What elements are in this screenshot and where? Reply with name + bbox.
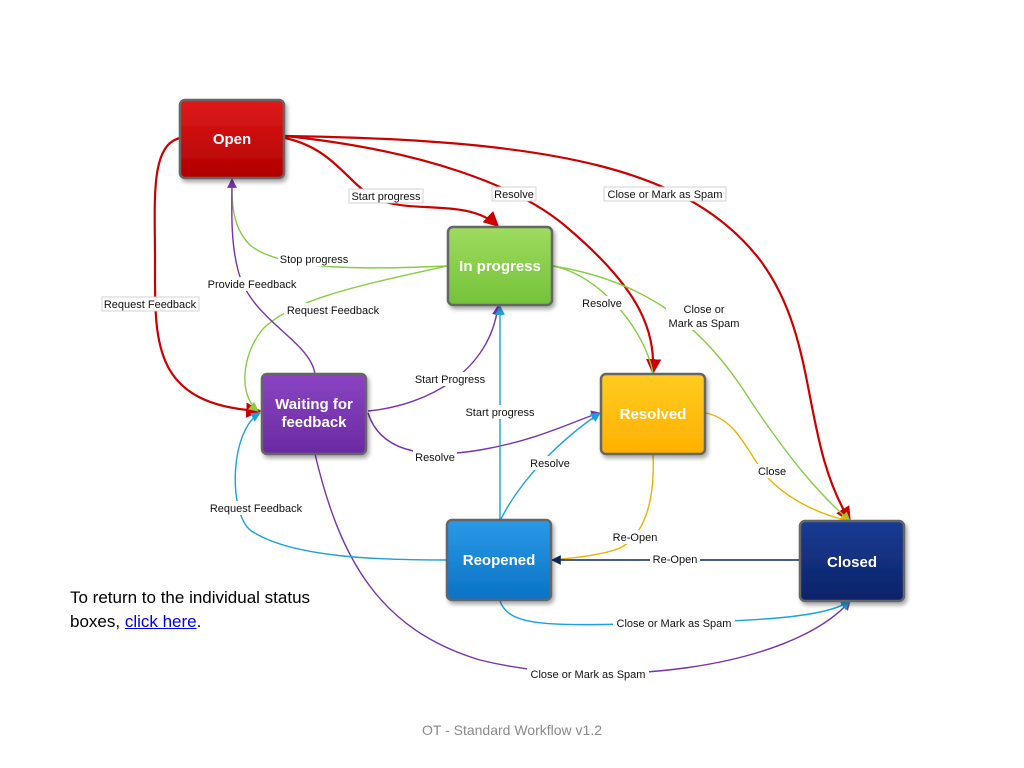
node-resolved-label: Resolved [620, 406, 687, 423]
label-resolved-close: Close [755, 464, 788, 478]
label-waiting-start-progress: Start Progress [412, 372, 488, 386]
svg-text:Start Progress: Start Progress [415, 374, 486, 386]
label-waiting-resolve: Resolve [413, 450, 457, 464]
edge-open-to-waiting [153, 136, 262, 418]
svg-text:Request Feedback: Request Feedback [210, 503, 303, 515]
click-here-link[interactable]: click here [124, 612, 197, 631]
label-provide-feedback: Provide Feedback [204, 277, 300, 291]
svg-text:Resolve: Resolve [415, 452, 455, 464]
svg-text:Mark as Spam: Mark as Spam [669, 318, 740, 330]
edge-reopened-to-waiting [234, 412, 448, 561]
edge-inprogress-to-resolved [552, 265, 654, 374]
node-closed-label: Closed [827, 554, 877, 571]
node-resolved[interactable]: Resolved [599, 372, 707, 456]
label-closed-reopen: Re-Open [650, 552, 700, 566]
edge-open-to-closed [284, 134, 851, 523]
edge-resolved-to-closed [705, 412, 851, 525]
label-inprogress-resolve: Resolve [580, 296, 624, 310]
edge-waiting-to-closed [314, 453, 851, 675]
svg-text:Close or: Close or [684, 304, 725, 316]
node-in-progress[interactable]: In progress [446, 225, 554, 307]
label-open-resolve: Resolve [491, 186, 537, 202]
edge-waiting-to-inprogress [367, 305, 502, 412]
label-reopened-request-feedback: Request Feedback [207, 501, 306, 515]
edge-waiting-to-resolved [367, 410, 601, 455]
edge-inprogress-to-closed [552, 265, 851, 522]
node-reopened[interactable]: Reopened [445, 518, 553, 602]
svg-text:Provide Feedback: Provide Feedback [208, 279, 297, 291]
svg-text:Re-Open: Re-Open [613, 532, 658, 544]
return-note-period: . [196, 612, 202, 631]
edge-resolved-to-reopened [551, 453, 654, 561]
node-waiting-label-line1: Waiting for [275, 396, 353, 413]
label-reopened-resolve: Resolve [528, 456, 572, 470]
node-waiting-for-feedback[interactable]: Waiting for feedback [260, 372, 368, 456]
node-reopened-label: Reopened [463, 552, 536, 569]
label-inprogress-request-feedback: Request Feedback [284, 303, 383, 317]
svg-text:Close: Close [758, 466, 786, 478]
svg-text:Re-Open: Re-Open [653, 554, 698, 566]
label-inprogress-close: Close or Mark as Spam [666, 302, 742, 330]
svg-text:Close or Mark as Spam: Close or Mark as Spam [531, 669, 646, 681]
svg-text:Start progress: Start progress [465, 407, 535, 419]
label-open-start-progress: Start progress [348, 188, 424, 204]
svg-text:Resolve: Resolve [530, 458, 570, 470]
svg-text:Resolve: Resolve [582, 298, 622, 310]
node-closed[interactable]: Closed [798, 519, 906, 603]
svg-text:Stop progress: Stop progress [280, 254, 349, 266]
node-in-progress-label: In progress [459, 258, 541, 275]
svg-text:Request Feedback: Request Feedback [287, 305, 380, 317]
svg-text:Resolve: Resolve [494, 189, 534, 201]
label-open-request-feedback: Request Feedback [101, 296, 200, 312]
edge-waiting-to-open [227, 178, 316, 375]
label-waiting-close: Close or Mark as Spam [527, 667, 649, 681]
svg-text:Close or Mark as Spam: Close or Mark as Spam [608, 189, 723, 201]
svg-text:Start progress: Start progress [351, 191, 421, 203]
label-open-close: Close or Mark as Spam [603, 186, 727, 202]
return-note: To return to the individual status boxes… [70, 586, 330, 634]
label-reopened-start-progress: Start progress [462, 405, 538, 419]
return-note-text: To return to the individual status boxes… [70, 588, 311, 631]
edge-open-to-inprogress [284, 136, 500, 228]
svg-text:Request Feedback: Request Feedback [104, 299, 197, 311]
edge-inprogress-to-open [231, 189, 448, 269]
svg-text:Close or Mark as Spam: Close or Mark as Spam [617, 618, 732, 630]
footer-title: OT - Standard Workflow v1.2 [422, 722, 602, 738]
label-reopened-close: Close or Mark as Spam [613, 616, 735, 630]
label-resolved-reopen: Re-Open [610, 530, 660, 544]
node-waiting-label-line2: feedback [281, 414, 347, 431]
label-stop-progress: Stop progress [278, 252, 350, 266]
node-open[interactable]: Open [178, 98, 286, 180]
node-open-label: Open [213, 131, 251, 148]
edge-open-to-resolved [284, 134, 662, 375]
